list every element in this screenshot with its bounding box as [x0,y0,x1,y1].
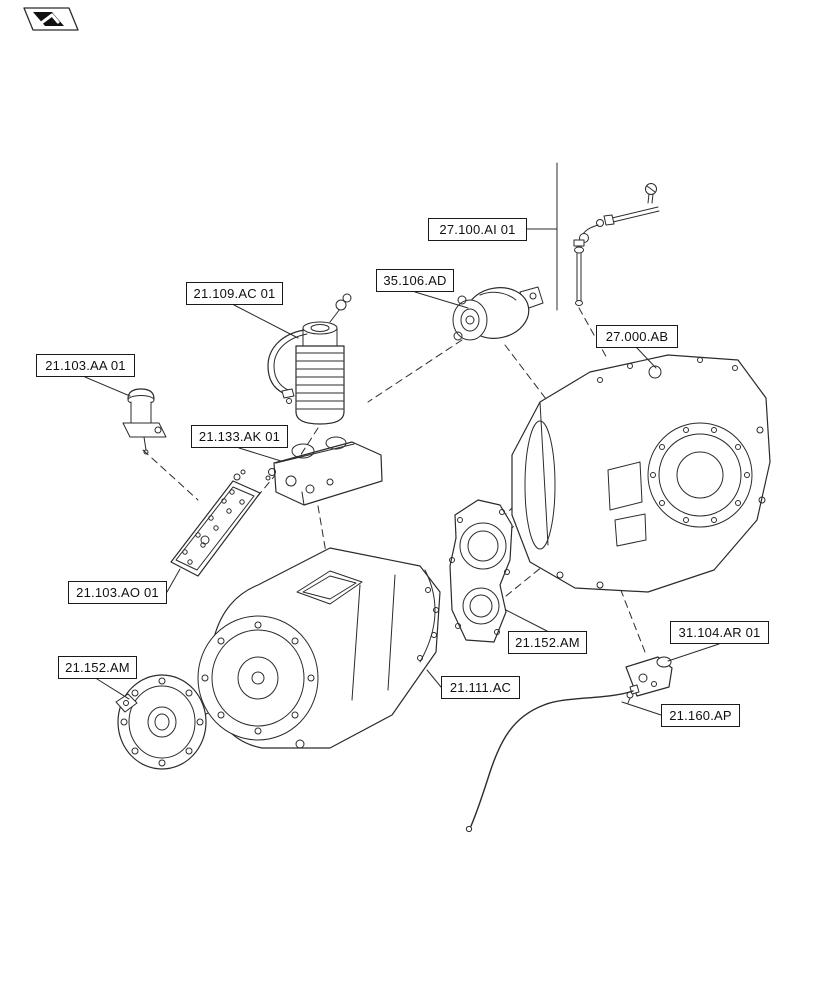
gearbox-housing-drawing [197,547,441,749]
callout-21-133-ak-01: 21.133.AK 01 [191,425,288,448]
callout-label: 21.152.AM [515,635,580,650]
callout-21-152-am-left: 21.152.AM [58,656,137,679]
callout-35-106-ad: 35.106.AD [376,269,454,292]
callout-31-104-ar-01: 31.104.AR 01 [670,621,769,644]
callout-leader-lines [84,162,720,716]
oil-filter-drawing [267,293,352,425]
rear-housing-drawing [511,354,771,593]
callout-label: 21.152.AM [65,660,130,675]
adapter-plate-drawing [449,499,513,643]
callout-27-000-ab: 27.000.AB [596,325,678,348]
callout-label: 21.103.AA 01 [45,358,126,373]
solenoid-valve-drawing [625,656,673,704]
callout-label: 21.109.AC 01 [193,286,276,301]
callout-21-111-ac: 21.111.AC [441,676,520,699]
breather-drawing [122,388,167,455]
callout-21-160-ap: 21.160.AP [661,704,740,727]
fitting-assembly-drawing [573,183,660,306]
hydraulic-pump-drawing [452,286,544,341]
cover-plate-drawing [115,674,207,770]
callout-27-100-ai-01: 27.100.AI 01 [428,218,527,241]
callout-label: 27.000.AB [605,329,669,344]
callout-21-152-am-right: 21.152.AM [508,631,587,654]
brand-logo-icon [23,7,79,31]
control-valve-drawing [265,436,383,506]
callout-label: 27.100.AI 01 [439,222,516,237]
callout-label: 21.160.AP [669,708,732,723]
callout-label: 21.133.AK 01 [198,429,281,444]
valve-plate-drawing [170,469,261,577]
callout-21-109-ac-01: 21.109.AC 01 [186,282,283,305]
lube-pipe-drawing [465,684,640,833]
callout-label: 21.111.AC [449,680,512,695]
callout-21-103-aa-01: 21.103.AA 01 [36,354,135,377]
callout-label: 35.106.AD [383,273,447,288]
callout-label: 31.104.AR 01 [678,625,761,640]
callout-label: 21.103.AO 01 [76,585,159,600]
callout-21-103-ao-01: 21.103.AO 01 [68,581,167,604]
